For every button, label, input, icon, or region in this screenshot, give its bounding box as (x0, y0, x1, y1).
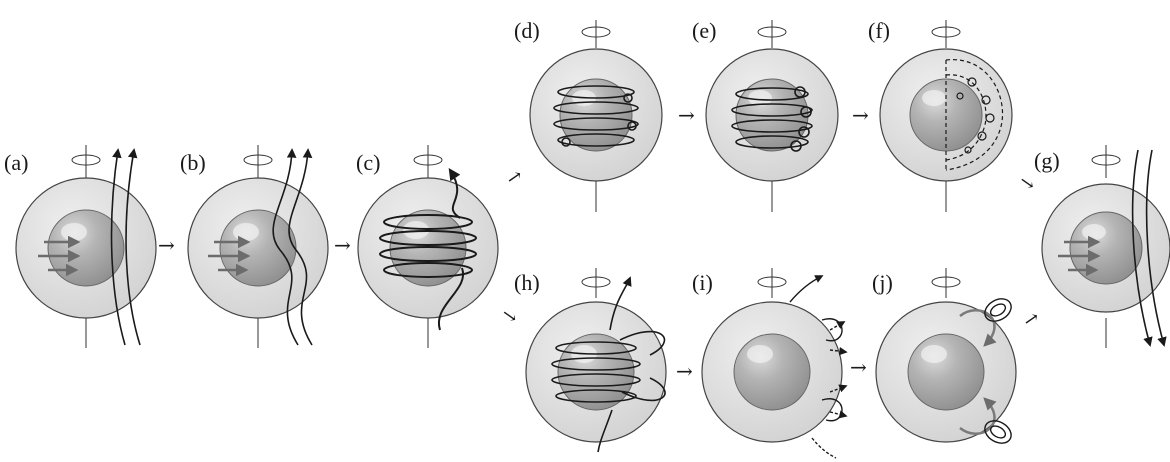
toroidal-windings (379, 168, 477, 331)
rotation-axis-icon (931, 268, 961, 298)
panel-b: (b) (180, 145, 329, 348)
rotation-arrows (208, 235, 251, 277)
panel-label-d: (d) (514, 18, 540, 43)
arrow-i-j: → (850, 355, 867, 379)
star-core (219, 209, 297, 287)
rotation-axis-icon (581, 20, 611, 212)
rotation-axis-icon (757, 20, 787, 212)
rising-loops (551, 276, 666, 453)
arrow-e-f: → (852, 103, 869, 127)
star-core (559, 78, 633, 152)
panel-label-a: (a) (4, 150, 28, 175)
closed-loops (959, 298, 1012, 444)
reconnecting-field (789, 275, 848, 459)
rotation-axis-icon (71, 145, 101, 348)
arrow-j-g: → (1019, 307, 1043, 333)
panel-label-g: (g) (1034, 148, 1060, 173)
rotation-arrows (1058, 235, 1101, 277)
panel-label-c: (c) (356, 150, 380, 175)
arrow-a-b: → (158, 233, 175, 257)
rotation-axis-icon (931, 20, 961, 212)
rotation-axis-icon (243, 145, 273, 348)
arrow-b-c: → (334, 233, 351, 257)
panel-label-f: (f) (868, 18, 890, 43)
star-core (733, 333, 811, 411)
star-core (557, 333, 635, 411)
arrow-d-e: → (678, 103, 695, 127)
star-core (1069, 211, 1143, 285)
panel-d: (d) (514, 18, 663, 212)
panel-f: (f) (868, 18, 1013, 212)
star-core (907, 333, 985, 411)
panel-label-e: (e) (692, 18, 716, 43)
panel-c: (c) (356, 145, 499, 348)
panel-h: (h) (514, 268, 667, 453)
arrow-c-h: → (497, 303, 521, 329)
panel-j: (j) (872, 268, 1017, 444)
emerging-flux (945, 59, 1004, 171)
arrow-c-d: → (502, 165, 526, 191)
panel-e: (e) (692, 18, 839, 212)
panel-label-i: (i) (692, 270, 713, 295)
rotation-axis-icon (581, 268, 611, 298)
panel-i: (i) (692, 268, 848, 459)
flux-tubes (731, 86, 813, 152)
arrow-f-g: → (1015, 170, 1039, 196)
field-lines (110, 148, 141, 346)
rotation-axis-icon (757, 268, 787, 298)
panel-g: (g) (1034, 145, 1170, 348)
rotation-arrows (38, 235, 81, 277)
panel-a: (a) (4, 145, 157, 348)
panel-label-h: (h) (514, 270, 540, 295)
arrow-h-i: → (676, 359, 693, 383)
panel-label-j: (j) (872, 270, 893, 295)
rotation-axis-icon (1091, 145, 1121, 348)
field-lines (272, 148, 313, 346)
rotation-axis-icon (413, 145, 443, 348)
toroidal-windings (553, 85, 639, 147)
panel-label-b: (b) (180, 150, 206, 175)
field-lines (1131, 149, 1167, 347)
